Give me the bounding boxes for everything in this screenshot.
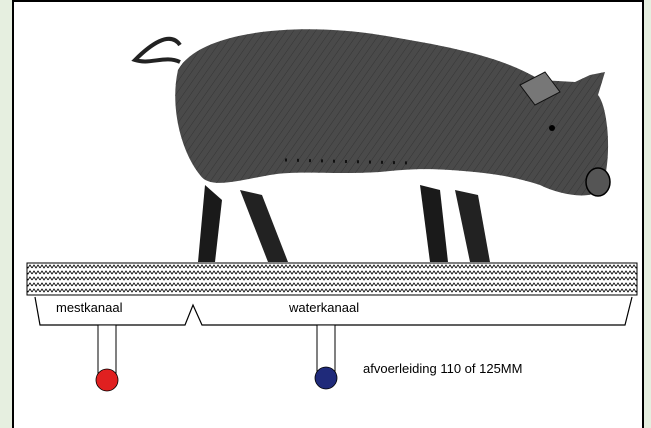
pig-illustration [131,29,611,262]
slatted-floor-pattern [27,263,637,295]
drain-pipe-label: afvoerleiding 110 of 125MM [363,361,523,376]
water-drain-outlet [314,366,338,390]
channel-outline [34,296,633,326]
manure-channel-label: mestkanaal [56,300,123,315]
manure-drain-outlet [95,368,119,392]
water-channel-label: waterkanaal [289,300,360,315]
